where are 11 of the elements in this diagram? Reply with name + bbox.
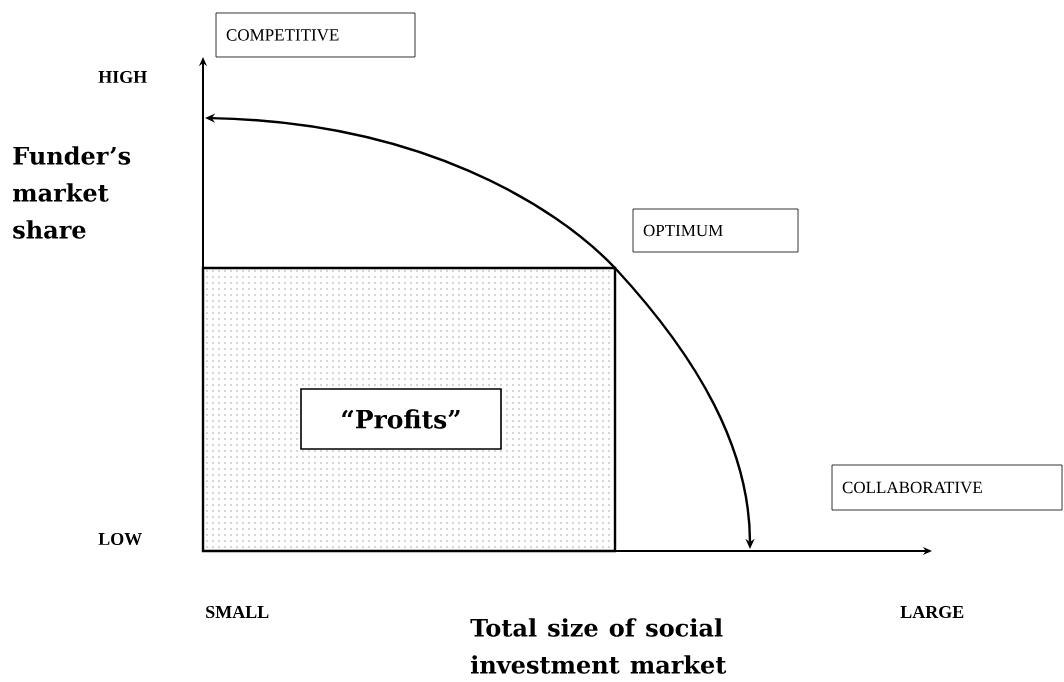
axis-label: HIGH xyxy=(98,70,147,84)
dotted-area xyxy=(201,266,617,553)
axis-label: LOW xyxy=(98,532,142,546)
axis-title: Funder’s market share xyxy=(13,146,131,239)
axis-title: Total size of social investment market xyxy=(470,618,727,674)
axis-label: LARGE xyxy=(900,605,964,619)
label-box: COLLABORATIVE xyxy=(831,464,1063,511)
label-box: COMPETITIVE xyxy=(215,12,416,58)
label-box: OPTIMUM xyxy=(632,208,799,253)
text-box: “Profits” xyxy=(300,388,502,450)
axis-label: SMALL xyxy=(206,605,269,619)
